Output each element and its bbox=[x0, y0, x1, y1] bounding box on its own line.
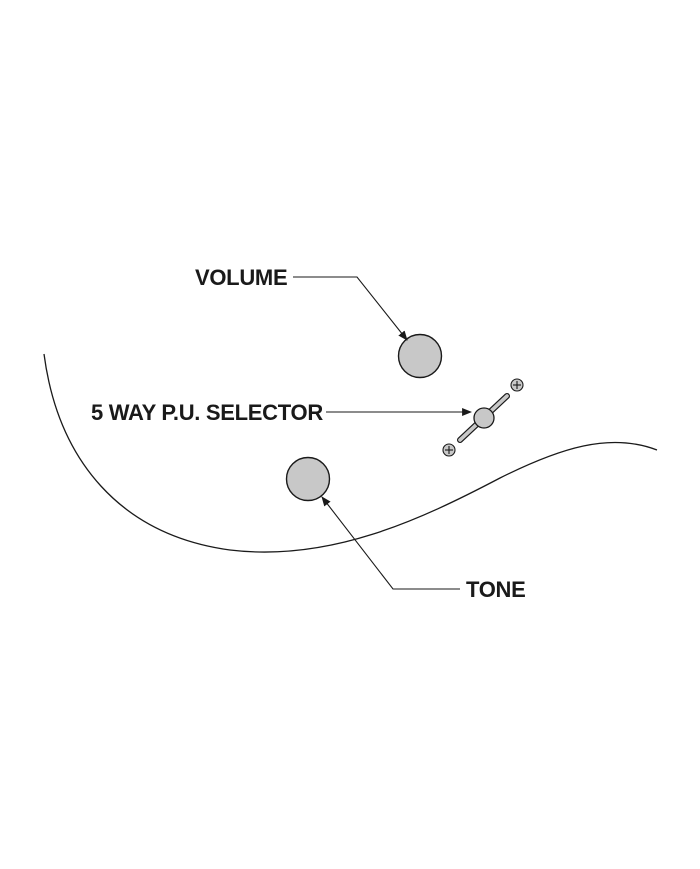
tone-leader-arrow bbox=[321, 496, 460, 590]
selector-label: 5 WAY P.U. SELECTOR bbox=[91, 400, 323, 425]
guitar-body-outline bbox=[43, 353, 658, 553]
screw-icon bbox=[510, 378, 524, 392]
tone-knob bbox=[285, 456, 331, 502]
screw-icon bbox=[442, 443, 456, 457]
tone-label: TONE bbox=[466, 577, 526, 602]
pickup-selector-switch bbox=[442, 378, 524, 457]
volume-leader-arrow bbox=[293, 276, 408, 341]
volume-knob bbox=[397, 333, 443, 379]
selector-knob bbox=[473, 407, 495, 429]
volume-label: VOLUME bbox=[195, 265, 287, 290]
